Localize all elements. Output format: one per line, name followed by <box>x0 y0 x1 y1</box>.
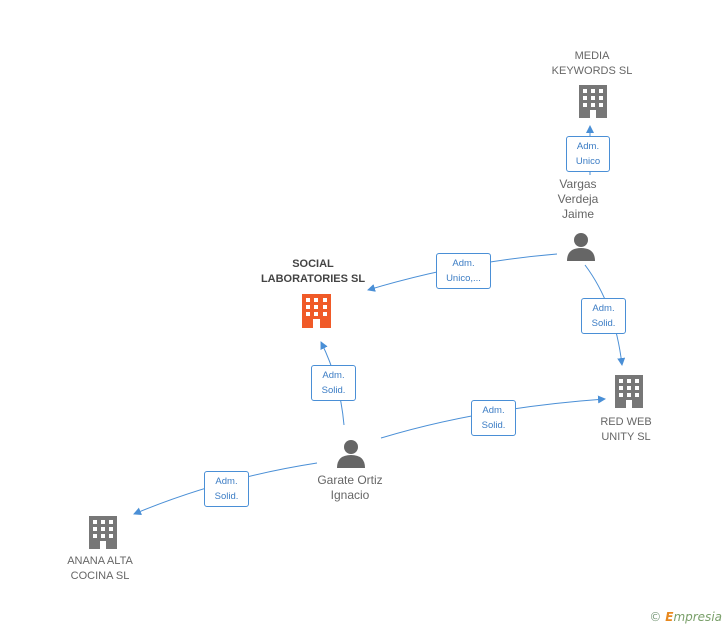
edge-label-line: Solid. <box>481 420 506 431</box>
person-icon <box>337 440 365 468</box>
person-icon <box>567 233 595 261</box>
building-icon <box>89 516 117 549</box>
edge-label-line: Adm. <box>452 258 475 269</box>
edge-label-line: Unico <box>575 156 601 167</box>
edge-label-line: Solid. <box>591 318 616 329</box>
edge-label-line: Unico,... <box>446 273 481 284</box>
node-label-line: COCINA SL <box>70 570 130 582</box>
building-icon <box>579 85 607 118</box>
brand-logo-text: mpresia <box>673 610 722 624</box>
edge-label-line: Adm. <box>482 405 505 416</box>
brand-logo-initial: E <box>665 610 674 624</box>
node-label-line: KEYWORDS SL <box>551 65 633 77</box>
node-label-media-keywords[interactable]: MEDIA KEYWORDS SL <box>530 49 654 79</box>
edge-label-line: Adm. <box>215 476 238 487</box>
edge-label-line: Adm. <box>576 141 600 152</box>
node-label-social-laboratories[interactable]: SOCIAL LABORATORIES SL <box>250 257 376 287</box>
node-label-line: ANANA ALTA <box>67 555 133 567</box>
edge-label-garate-social[interactable]: Adm. Solid. <box>311 365 356 401</box>
node-label-line: Jaime <box>561 207 594 221</box>
edge-label-garate-redweb[interactable]: Adm. Solid. <box>471 400 516 436</box>
node-label-line: LABORATORIES SL <box>260 273 366 285</box>
node-label-anana-alta-cocina[interactable]: ANANA ALTA COCINA SL <box>50 554 150 584</box>
node-label-line: UNITY SL <box>601 431 651 443</box>
edge-label-garate-anana[interactable]: Adm. Solid. <box>204 471 249 507</box>
edge-label-line: Solid. <box>214 491 239 502</box>
building-main-icon <box>302 294 331 328</box>
edge-label-line: Adm. <box>592 303 615 314</box>
node-label-line: RED WEB <box>600 416 652 428</box>
node-label-line: Garate Ortiz <box>317 473 383 487</box>
copyright-icon: © <box>649 610 662 624</box>
building-icon <box>615 375 643 408</box>
node-label-line: SOCIAL <box>292 258 334 270</box>
node-label-garate[interactable]: Garate Ortiz Ignacio <box>300 473 400 503</box>
node-label-red-web-unity[interactable]: RED WEB UNITY SL <box>584 415 668 445</box>
brand-footer: © Empresia <box>649 610 722 624</box>
edge-label-vargas-redweb[interactable]: Adm. Solid. <box>581 298 626 334</box>
edge-label-line: Adm. <box>322 370 345 381</box>
edge-label-vargas-social[interactable]: Adm. Unico,... <box>436 253 491 289</box>
edge-label-vargas-media[interactable]: Adm. Unico <box>566 136 610 172</box>
node-label-line: Ignacio <box>330 488 370 502</box>
node-label-vargas[interactable]: Vargas Verdeja Jaime <box>540 177 616 222</box>
node-label-line: Verdeja <box>557 192 599 206</box>
node-label-line: Vargas <box>559 177 597 191</box>
node-label-line: MEDIA <box>574 50 610 62</box>
edge-label-line: Solid. <box>321 385 346 396</box>
